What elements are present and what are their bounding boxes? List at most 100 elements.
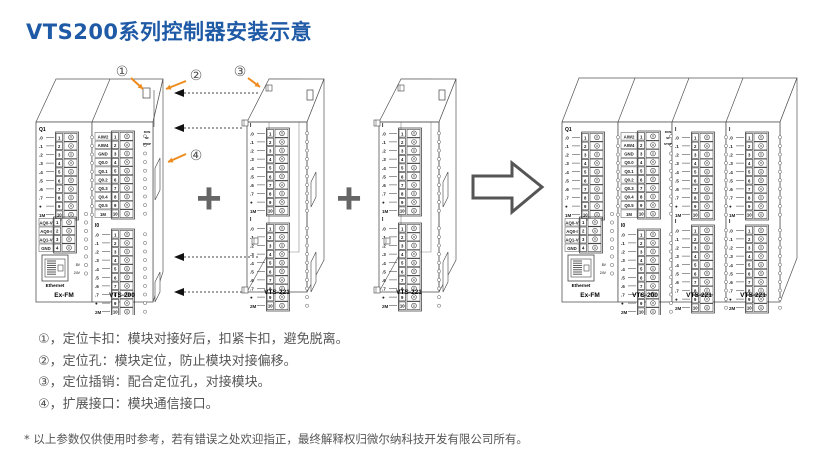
screw-head — [125, 293, 129, 296]
terminal-number-box — [111, 298, 119, 308]
screw-head — [595, 153, 599, 156]
screw-slot — [119, 255, 134, 265]
screw-icon — [411, 285, 417, 292]
screw-slot — [119, 140, 134, 150]
terminal-number-box — [111, 192, 119, 201]
section-label: I0 — [621, 223, 625, 229]
row-label: ● — [621, 301, 624, 306]
led-indicator — [778, 187, 782, 191]
screw-icon — [704, 279, 710, 285]
led-indicator — [437, 286, 441, 291]
row-label-box — [94, 201, 112, 210]
led-indicator — [143, 160, 147, 164]
led-indicator — [143, 292, 147, 297]
terminal-number: 10 — [639, 310, 644, 315]
led-indicator — [724, 204, 728, 208]
row-label: .6 — [382, 278, 386, 283]
screw-slot — [753, 184, 768, 194]
terminal-number-box — [398, 292, 406, 302]
screw-head — [705, 229, 709, 232]
terminal-number: 4 — [401, 157, 404, 162]
led-indicator — [669, 284, 673, 288]
screw-icon — [124, 211, 130, 217]
led-indicator — [616, 135, 620, 140]
terminal-number-box — [398, 180, 406, 190]
screw-icon — [594, 169, 600, 175]
terminal-number: 3 — [694, 246, 697, 251]
row-label: AIW2 — [624, 134, 635, 139]
terminal-number-box — [745, 303, 753, 312]
screw-slot — [753, 243, 768, 252]
screw-slot — [119, 230, 134, 239]
screw-slot — [63, 167, 78, 176]
screw-head — [651, 212, 655, 215]
callout-marker: ③ — [234, 63, 247, 79]
terminal-number: 4 — [582, 246, 585, 251]
led-indicator — [778, 169, 782, 174]
screw-icon — [704, 296, 710, 302]
row-label: .2 — [675, 153, 679, 158]
screw-head — [593, 229, 597, 232]
screw-icon — [279, 165, 285, 171]
terminal-number-box — [691, 286, 699, 295]
led-indicator — [90, 144, 94, 148]
row-label: .1 — [95, 241, 99, 246]
terminal-number-box — [111, 158, 119, 167]
screw-head — [125, 204, 129, 207]
screw-head — [125, 195, 129, 198]
terminal-number: 3 — [584, 153, 587, 158]
row-label: ● — [250, 295, 253, 300]
operators: ++ — [196, 159, 545, 223]
terminal-number-box — [637, 273, 645, 282]
terminal-number: 7 — [269, 278, 272, 283]
screw-slot — [699, 234, 714, 244]
terminal-number: 4 — [640, 160, 643, 165]
screw-icon — [650, 291, 656, 298]
row-label: .5 — [250, 174, 254, 179]
terminal-number-box — [398, 258, 406, 267]
terminal-number-box — [398, 267, 406, 276]
screw-slot — [274, 232, 289, 242]
terminal-number-box — [111, 183, 119, 193]
led-indicator — [724, 228, 728, 233]
screw-head — [705, 306, 709, 309]
row-label-box — [94, 209, 112, 218]
screw-head — [759, 196, 763, 199]
screw-icon — [279, 225, 285, 232]
terminal-number-box — [266, 155, 274, 164]
screw-head — [651, 233, 655, 236]
led-indicator — [437, 191, 441, 196]
screw-head — [705, 246, 709, 249]
screw-icon — [411, 182, 417, 188]
terminal-number-box — [745, 159, 753, 168]
screw-slot — [645, 247, 660, 256]
terminal-number-box — [111, 175, 119, 184]
screw-icon — [411, 173, 417, 180]
terminal-number-box — [266, 301, 274, 310]
terminal-number: 1 — [694, 135, 697, 140]
screw-head — [412, 287, 416, 290]
positioning-clip-icon — [142, 87, 151, 99]
led-indicator — [724, 297, 728, 301]
screw-slot — [589, 167, 604, 176]
led-indicator — [724, 262, 728, 267]
screw-slot — [753, 303, 768, 313]
terminal-number: 7 — [584, 187, 587, 192]
row-label: Q0.3 — [98, 186, 108, 191]
row-label: .2 — [565, 153, 569, 158]
screw-slot — [645, 230, 660, 239]
screw-icon — [279, 242, 285, 249]
screw-icon — [704, 253, 710, 259]
terminal-number-box — [55, 193, 63, 202]
terminal-number-box — [637, 230, 645, 239]
screw-slot — [61, 243, 76, 253]
screw-slot — [699, 150, 714, 159]
terminal-number: 4 — [269, 252, 272, 257]
screw-head — [280, 304, 284, 307]
row-label: .5 — [621, 275, 625, 280]
terminal-number: 2 — [694, 144, 697, 149]
terminal-number: 2 — [401, 235, 404, 240]
